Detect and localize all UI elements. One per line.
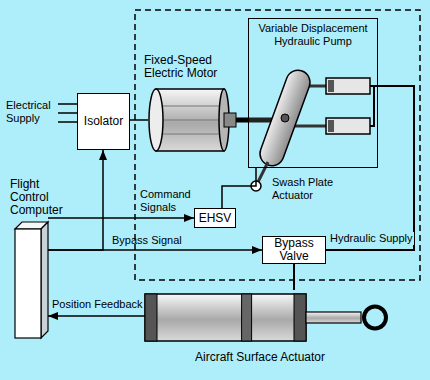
connector (48, 150, 103, 250)
connector (222, 168, 256, 208)
connector (236, 118, 248, 123)
computer-side-face (41, 222, 48, 338)
box-label: Bypass Valve (266, 237, 322, 263)
actuator-rod (306, 312, 361, 323)
computer-title: Flight Control Computer (10, 178, 72, 217)
pump-piston (328, 80, 334, 92)
supply-label: Electrical Supply (6, 99, 58, 125)
signal-label: Command Signals (140, 188, 198, 214)
supply-wire (58, 103, 77, 105)
signal-label: Position Feedback (52, 298, 144, 311)
motor-fin (162, 134, 220, 135)
fcc-outline (15, 222, 48, 338)
actuator-end-block (145, 294, 157, 341)
motor-end-cap (149, 89, 163, 151)
pump-title: Variable Displacement Hydraulic Pump (252, 22, 374, 48)
bypass-valve-box: Bypass Valve (262, 236, 326, 264)
signal-label: Bypass Signal (112, 234, 202, 247)
title-holder: Fixed-Speed Electric Motor (144, 54, 248, 80)
motor-title: Fixed-Speed Electric Motor (144, 54, 248, 80)
surface-actuator: Aircraft Surface Actuator (145, 290, 375, 345)
swash-pivot (281, 114, 289, 122)
title-holder: Flight Control Computer (10, 178, 72, 217)
isolator-box: Isolator (77, 93, 130, 150)
box-label: Isolator (84, 115, 123, 128)
supply-wires (58, 104, 77, 122)
servo-valve-box: EHSV (194, 208, 236, 228)
motor-fin (162, 106, 220, 107)
connector (48, 217, 194, 219)
pump-cylinder (326, 78, 370, 94)
actuator-barrel (145, 294, 306, 341)
actuator-piston (242, 294, 252, 341)
electric-motor: Fixed-Speed Electric Motor (148, 85, 236, 155)
supply-wire (58, 121, 77, 123)
computer-unit: Flight Control Computer (15, 222, 48, 338)
swash-plate (257, 67, 314, 169)
pump-piston (328, 120, 334, 132)
motor-body (156, 89, 224, 151)
actuator-rod-eye (364, 307, 386, 329)
motor-fin (162, 120, 220, 121)
component-callout: Swash Plate Actuator (272, 176, 346, 202)
connector (48, 315, 145, 317)
box-label: EHSV (199, 212, 232, 225)
supply-wire (58, 112, 77, 114)
actuator-title: Aircraft Surface Actuator (145, 351, 375, 364)
signal-label: Hydraulic Supply (329, 232, 414, 245)
pump-cylinder (326, 118, 370, 134)
motor-outline (148, 85, 236, 155)
actuator-outline (145, 290, 375, 345)
title-holder: Aircraft Surface Actuator (145, 351, 375, 364)
connector (326, 86, 414, 250)
pump-outlet-pipe (370, 86, 378, 126)
connector (130, 119, 148, 121)
motor-hub (224, 113, 236, 127)
connector (293, 264, 295, 290)
pump-housing: Variable Displacement Hydraulic Pump (248, 18, 378, 168)
actuator-end-block (294, 294, 306, 341)
computer-front-face (15, 229, 41, 338)
